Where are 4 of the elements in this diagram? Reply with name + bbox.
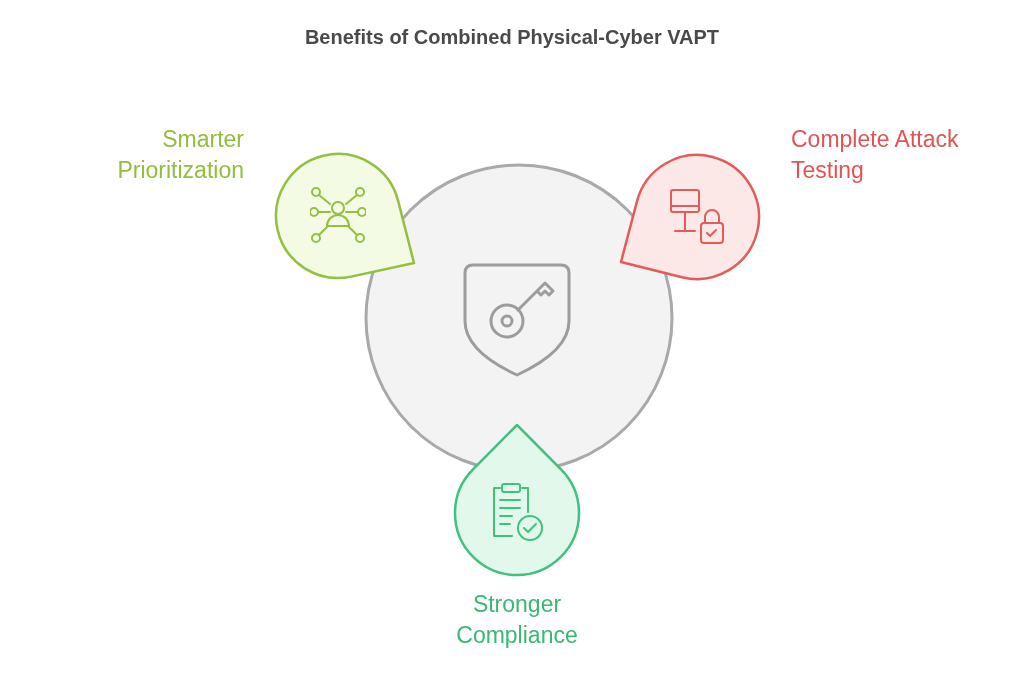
benefit-label: Smarter Prioritization: [116, 125, 244, 185]
diagram-title: Benefits of Combined Physical-Cyber VAPT: [303, 25, 721, 50]
benefit-label: Complete Attack Testing: [791, 125, 960, 185]
benefit-label: Stronger Compliance: [455, 590, 579, 650]
